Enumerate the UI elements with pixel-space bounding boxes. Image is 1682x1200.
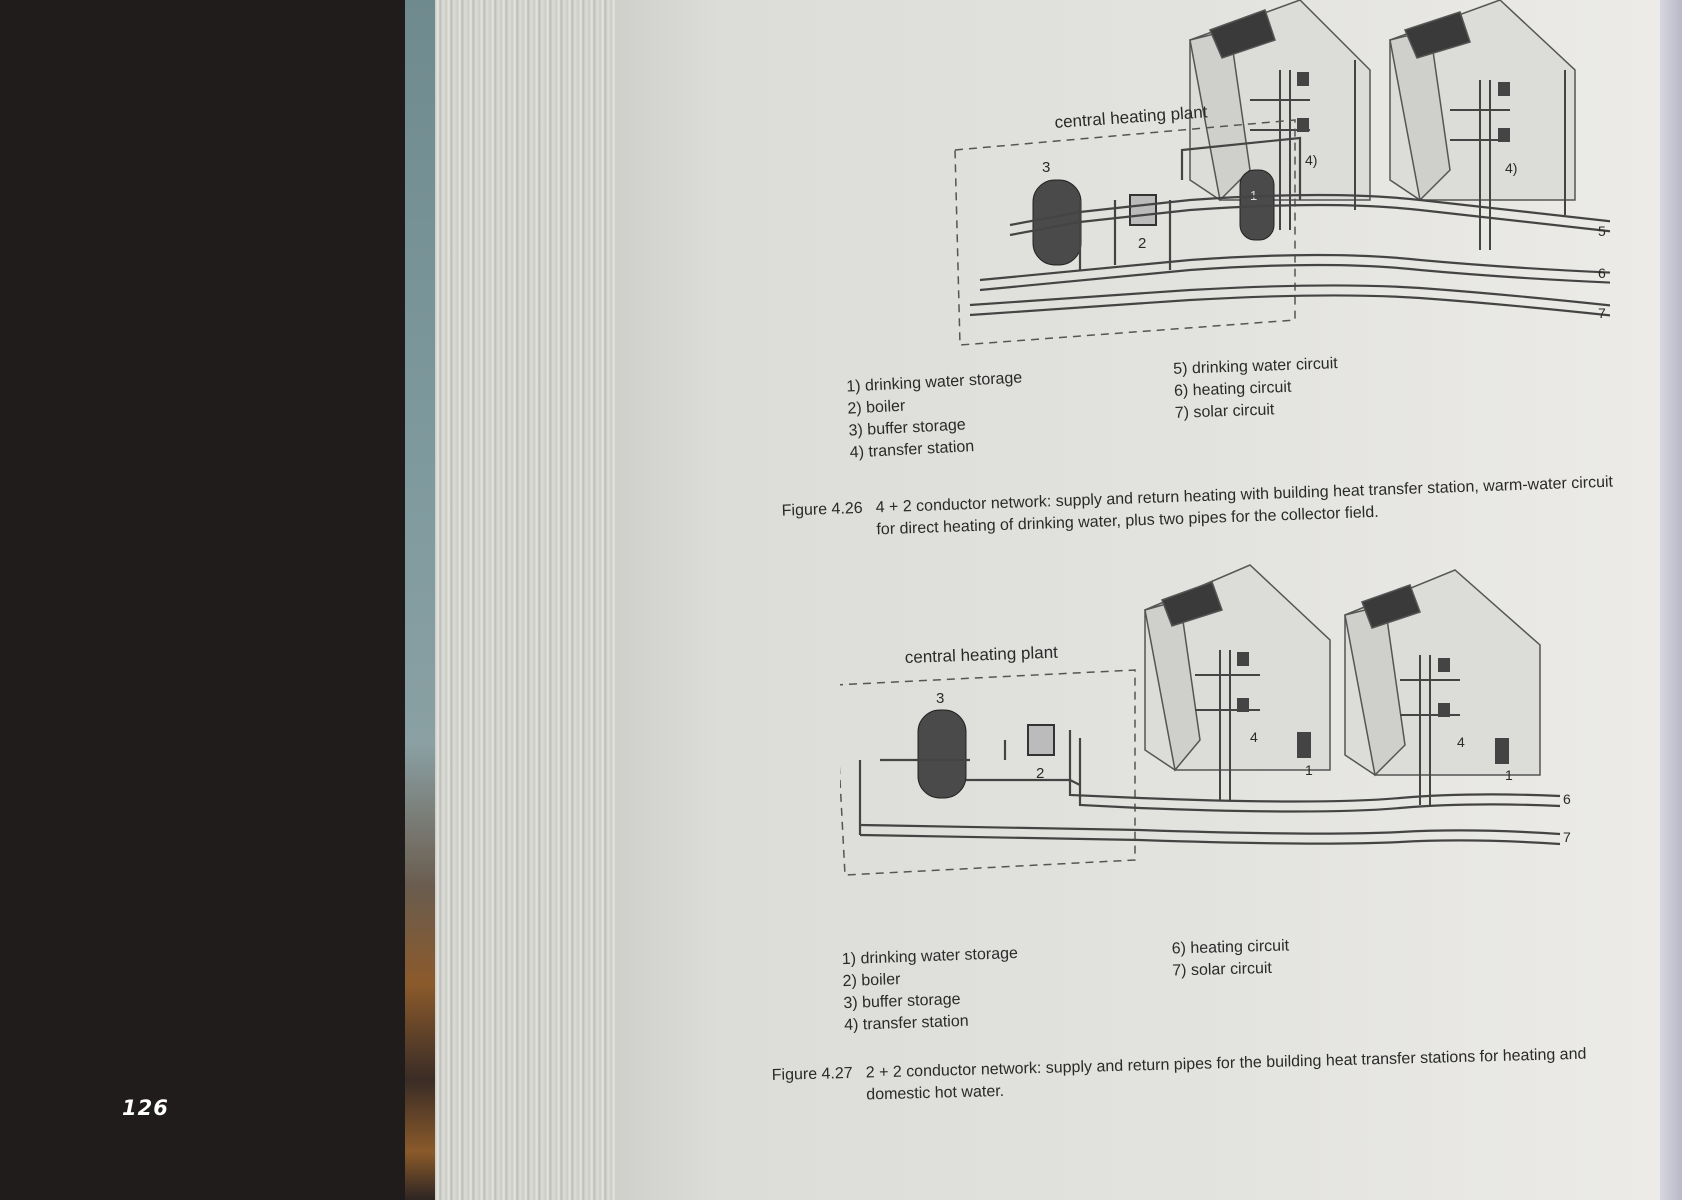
figure-426-legend-right: 5) drinking water circuit 6) heating cir… — [1173, 353, 1340, 425]
page-edges — [435, 0, 625, 1200]
station-b-number: 4 — [1457, 734, 1465, 750]
page-number: 126 — [122, 1096, 169, 1120]
figure-427-diagram: central heating plant 3 2 4 1 4 1 6 7 — [840, 564, 1571, 876]
storage-b-number: 1 — [1505, 767, 1513, 783]
caption-number: Figure 4.26 — [781, 499, 863, 520]
book-cover-edge — [405, 0, 435, 1200]
plant-label: central heating plant — [904, 643, 1058, 667]
buffer-number: 3 — [936, 690, 944, 707]
boiler-number: 2 — [1138, 235, 1146, 252]
house-2 — [1389, 0, 1576, 202]
pipe-6: 6 — [1598, 265, 1606, 281]
page-right-edge — [1660, 0, 1682, 1200]
caption-number: Figure 4.27 — [771, 1064, 853, 1084]
figure-427-legend-left: 1) drinking water storage 2) boiler 3) b… — [842, 943, 1021, 1037]
buffer-storage-tank — [917, 709, 967, 799]
station-a-number: 4) — [1305, 152, 1317, 168]
legend-item: 7) solar circuit — [1172, 959, 1273, 980]
dark-background — [0, 0, 405, 1200]
station-a-number: 4 — [1250, 729, 1258, 745]
plant-label: central heating plant — [1054, 102, 1208, 132]
house-1 — [1144, 564, 1331, 772]
pipe-7: 7 — [1598, 305, 1606, 321]
storage-a-number: 1 — [1305, 762, 1313, 778]
pipe-5: 5 — [1598, 223, 1606, 239]
boiler — [1027, 724, 1055, 756]
plant-boundary — [840, 669, 1136, 876]
figure-426-legend-left: 1) drinking water storage 2) boiler 3) b… — [846, 367, 1026, 464]
plant-boundary — [954, 119, 1296, 346]
legend-item: 6) heating circuit — [1171, 937, 1290, 958]
buffer-number: 3 — [1042, 159, 1050, 176]
boiler-number: 2 — [1036, 765, 1044, 782]
figure-427-legend-right: 6) heating circuit 7) solar circuit — [1171, 935, 1290, 982]
pipe-7: 7 — [1563, 829, 1571, 845]
boiler — [1129, 194, 1157, 226]
house-2 — [1344, 569, 1541, 777]
station-b-number: 4) — [1505, 160, 1517, 176]
figure-426-diagram: central heating plant 3 2 1 4) 4) 5 6 7 — [954, 0, 1610, 346]
pipe-6: 6 — [1563, 791, 1571, 807]
